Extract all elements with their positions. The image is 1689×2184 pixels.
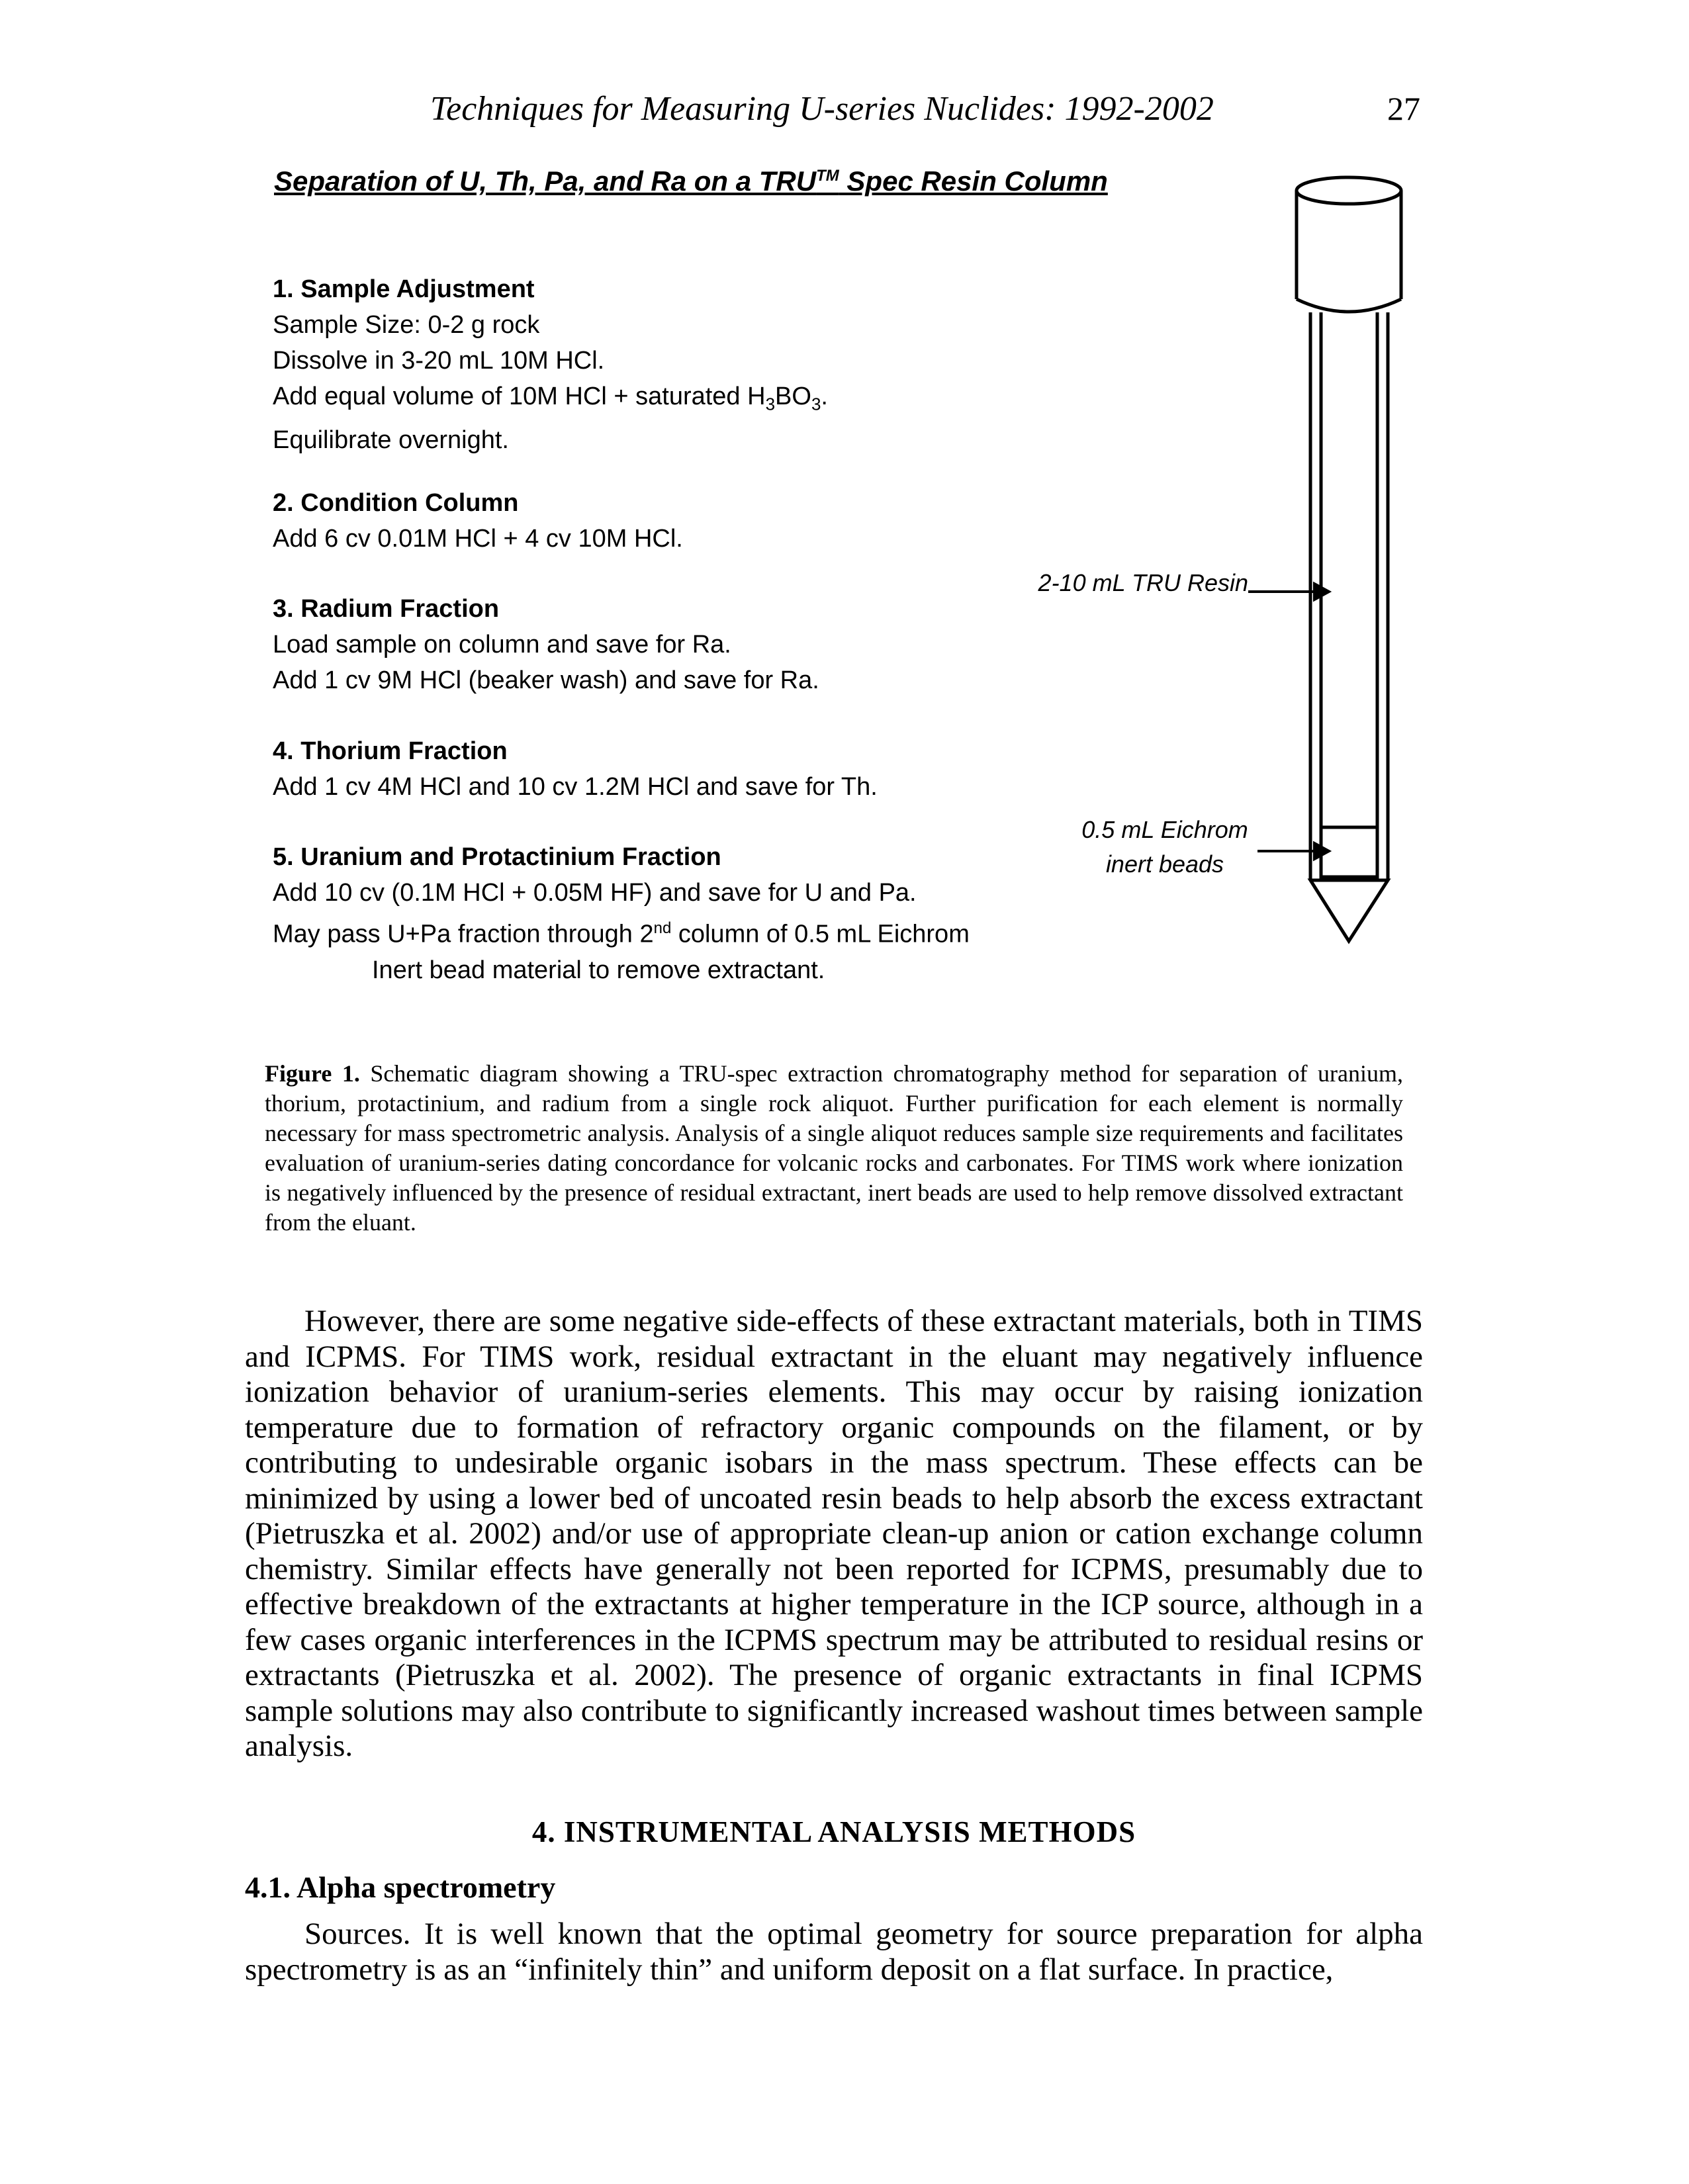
figure-title-main: Separation of U, Th, Pa, and Ra on a TRU xyxy=(274,165,817,197)
step-line: Dissolve in 3-20 mL 10M HCl. xyxy=(273,347,605,375)
caption-label: Figure 1. xyxy=(265,1060,360,1087)
step-thorium-fraction: 4. Thorium Fraction Add 1 cv 4M HCl and … xyxy=(273,733,878,805)
step-line: Load sample on column and save for Ra. xyxy=(273,631,731,659)
step-title: 3. Radium Fraction xyxy=(273,595,500,623)
label-inert-beads-line1: 0.5 mL Eichrom xyxy=(1081,816,1248,843)
step-line-part: Add equal volume of 10M HCl + saturated … xyxy=(273,383,766,410)
figure-title-end: Spec Resin Column xyxy=(839,165,1108,197)
step-line-part: . xyxy=(821,383,828,410)
step-line-h3bo3: Add equal volume of 10M HCl + saturated … xyxy=(273,379,828,422)
label-inert-beads: 0.5 mL Eichrom inert beads xyxy=(1046,813,1284,882)
column-tip xyxy=(1307,878,1391,944)
step-line-part: May pass U+Pa fraction through 2 xyxy=(273,920,654,948)
page-number: 27 xyxy=(1387,90,1420,127)
step-uranium-protactinium-fraction: 5. Uranium and Protactinium Fraction Add… xyxy=(273,839,970,988)
body-paragraph: Sources. It is well known that the optim… xyxy=(245,1917,1423,1987)
arrow-resin-head xyxy=(1313,581,1332,602)
step-title: 4. Thorium Fraction xyxy=(273,737,508,765)
diagram-arrows xyxy=(1248,581,1332,862)
tip-triangle xyxy=(1307,878,1391,944)
subscript: 3 xyxy=(765,394,776,414)
arrow-beads-head xyxy=(1313,841,1332,862)
figure-title: Separation of U, Th, Pa, and Ra on a TRU… xyxy=(274,165,1108,197)
step-line: Add 1 cv 9M HCl (beaker wash) and save f… xyxy=(273,666,819,694)
step-line: Sample Size: 0-2 g rock xyxy=(273,311,540,339)
reservoir-bottom-curve xyxy=(1295,297,1402,314)
step-line: Add 10 cv (0.1M HCl + 0.05M HF) and save… xyxy=(273,879,917,907)
step-line: Equilibrate overnight. xyxy=(273,426,509,454)
superscript: nd xyxy=(653,919,672,937)
step-title: 1. Sample Adjustment xyxy=(273,275,535,303)
sources-paragraph: Sources. It is well known that the optim… xyxy=(245,1917,1423,1987)
step-radium-fraction: 3. Radium Fraction Load sample on column… xyxy=(273,591,819,698)
figure-title-tm: TM xyxy=(816,167,839,185)
column-reservoir xyxy=(1295,175,1403,314)
step-title: 2. Condition Column xyxy=(273,489,519,517)
step-line: Add 6 cv 0.01M HCl + 4 cv 10M HCl. xyxy=(273,525,683,553)
step-title: 5. Uranium and Protactinium Fraction xyxy=(273,843,721,871)
caption-text: Schematic diagram showing a TRU-spec ext… xyxy=(265,1060,1403,1236)
step-condition-column: 2. Condition Column Add 6 cv 0.01M HCl +… xyxy=(273,485,683,557)
label-inert-beads-line2: inert beads xyxy=(1105,850,1224,878)
step-line-part: BO xyxy=(775,383,811,410)
subsection-heading: 4.1. Alpha spectrometry xyxy=(245,1870,556,1904)
step-line: Inert bead material to remove extractant… xyxy=(372,956,825,984)
subscript: 3 xyxy=(811,394,821,414)
body-paragraph: However, there are some negative side-ef… xyxy=(245,1304,1423,1763)
step-line: Add 1 cv 4M HCl and 10 cv 1.2M HCl and s… xyxy=(273,773,878,801)
step-line-part: column of 0.5 mL Eichrom xyxy=(671,920,970,948)
step-line-2nd: May pass U+Pa fraction through 2nd colum… xyxy=(273,911,970,952)
label-tru-resin: 2-10 mL TRU Resin xyxy=(1038,569,1248,596)
step-sample-adjustment: 1. Sample Adjustment Sample Size: 0-2 g … xyxy=(273,271,828,458)
figure-caption: Figure 1. Schematic diagram showing a TR… xyxy=(265,1059,1403,1238)
reservoir-top-ellipse xyxy=(1295,175,1403,206)
running-title: Techniques for Measuring U-series Nuclid… xyxy=(430,90,1214,128)
body-text: However, there are some negative side-ef… xyxy=(245,1304,1423,1764)
section-heading: 4. INSTRUMENTAL ANALYSIS METHODS xyxy=(531,1815,1136,1848)
